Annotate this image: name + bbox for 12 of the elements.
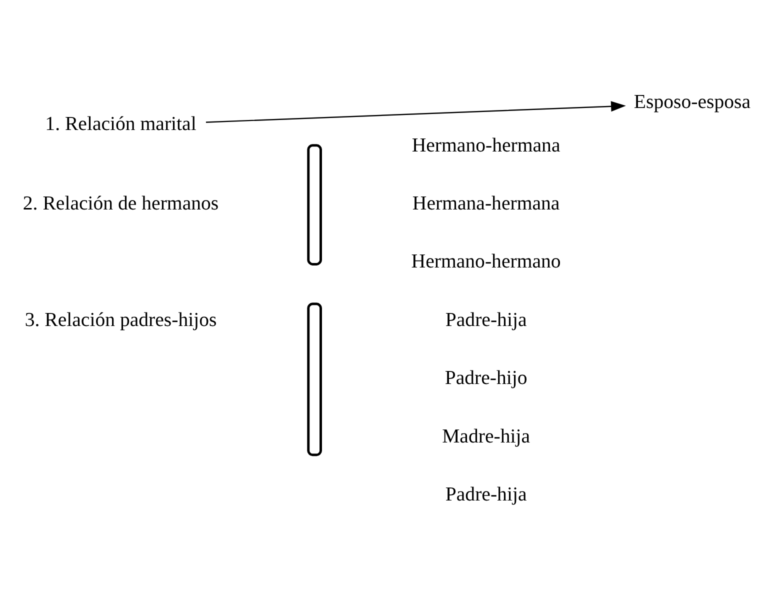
label: 2. Relación de hermanos — [22, 192, 219, 214]
label: Hermana-hermana — [412, 192, 560, 214]
label: Hermano-hermano — [411, 250, 561, 272]
label: Madre-hija — [442, 424, 530, 447]
node-text: Esposo-esposa — [634, 90, 751, 112]
label: Hermano-hermana — [412, 134, 560, 156]
label: 3. Relación padres-hijos — [24, 308, 217, 330]
label: Padre-hija — [445, 308, 527, 330]
arrow — [206, 100, 626, 122]
label: Padre-hijo — [444, 366, 528, 389]
node-text: 1. Relación marital — [45, 112, 196, 135]
label: Padre-hija — [445, 482, 527, 505]
